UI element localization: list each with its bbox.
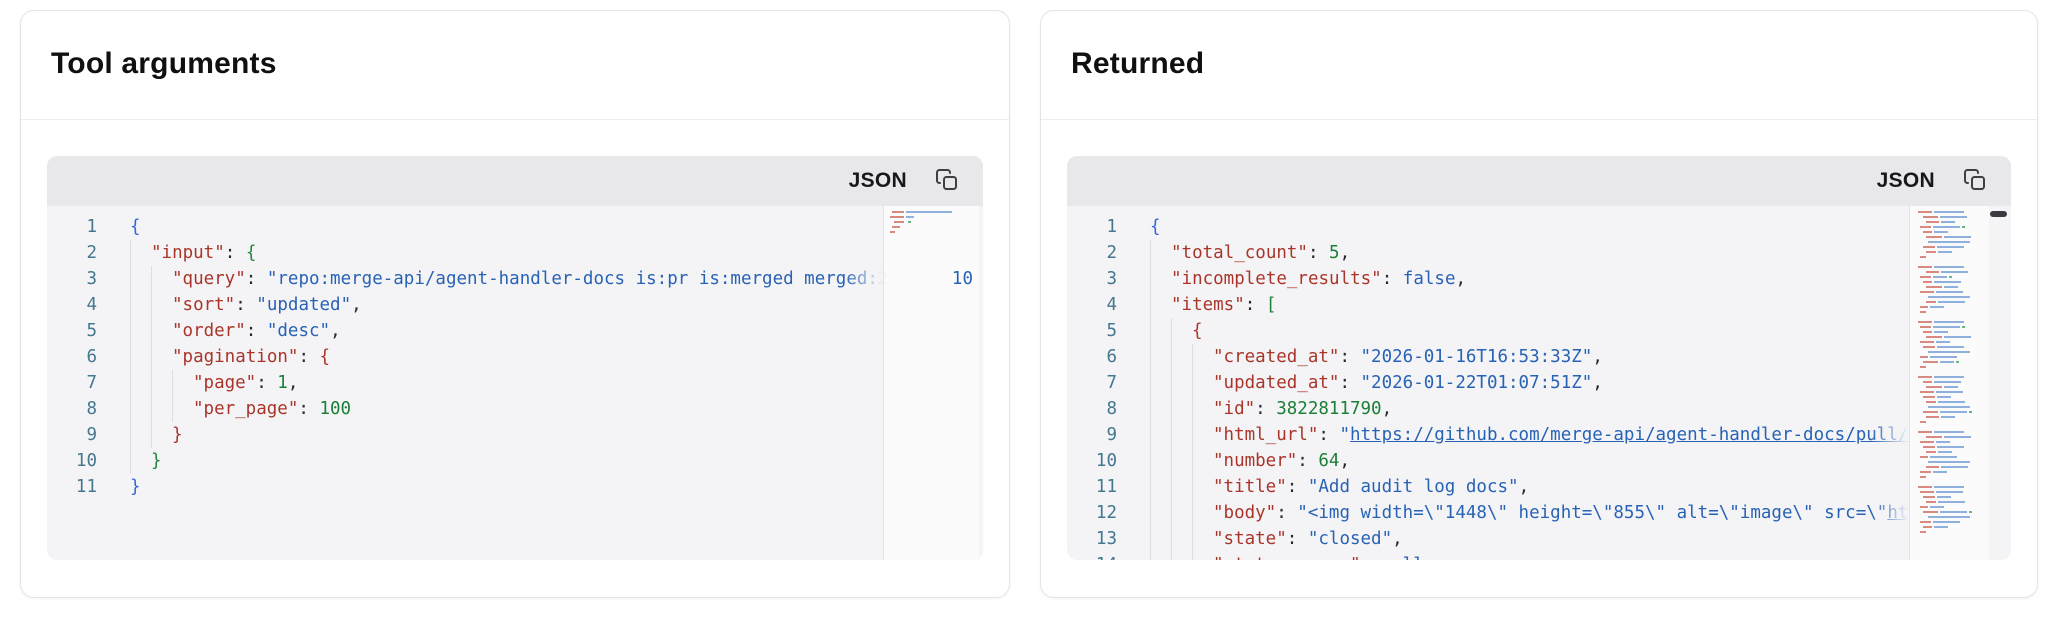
line-number: 9	[1106, 425, 1117, 445]
line-number: 5	[1106, 321, 1117, 341]
code-line: 1{	[47, 214, 983, 240]
code-lines: 1{2"total_count": 5,3"incomplete_results…	[1067, 206, 2011, 560]
code-language-badge: JSON	[848, 169, 907, 192]
minimap[interactable]	[883, 206, 979, 560]
code-line: 10}	[47, 448, 983, 474]
code-block-header: JSON	[47, 156, 983, 206]
line-number: 6	[1106, 347, 1117, 367]
line-number: 8	[1106, 399, 1117, 419]
code-line: 6"created_at": "2026-01-16T16:53:33Z",	[1067, 344, 2011, 370]
code-line: 4"sort": "updated",	[47, 292, 983, 318]
text-fade-overlay	[845, 206, 883, 560]
code-content[interactable]: 1{2"total_count": 5,3"incomplete_results…	[1067, 206, 2011, 560]
line-number: 10	[1095, 451, 1117, 471]
panel-header: Tool arguments	[21, 11, 1009, 120]
code-line: 1{	[1067, 214, 2011, 240]
code-line: 5{	[1067, 318, 2011, 344]
line-number: 2	[86, 243, 97, 263]
code-block: JSON 1{2"total_count": 5,3"incomplete_re…	[1067, 156, 2011, 560]
page-title: Tool arguments	[51, 47, 277, 80]
line-number: 7	[1106, 373, 1117, 393]
line-number: 12	[1095, 503, 1117, 523]
code-line: 2"input": {	[47, 240, 983, 266]
line-number: 11	[1095, 477, 1117, 497]
line-number: 6	[86, 347, 97, 367]
line-number: 10	[75, 451, 97, 471]
line-number: 3	[86, 269, 97, 289]
copy-button[interactable]	[935, 168, 961, 194]
minimap[interactable]	[1909, 206, 1989, 560]
code-lines: 1{2"input": {3"query": "repo:merge-api/a…	[47, 206, 983, 500]
line-number: 4	[86, 295, 97, 315]
code-line: 13"state": "closed",	[1067, 526, 2011, 552]
code-line: 11}	[47, 474, 983, 500]
panel-header: Returned	[1041, 11, 2037, 120]
copy-button[interactable]	[1963, 168, 1989, 194]
vertical-scrollbar-thumb[interactable]	[1990, 211, 2007, 217]
line-number: 11	[75, 477, 97, 497]
code-line: 8"per_page": 100	[47, 396, 983, 422]
panel-returned: Returned JSON 1{2"total_count": 5,3"inco…	[1040, 10, 2038, 598]
code-line: 9}	[47, 422, 983, 448]
clipped-text-fragment: 10	[951, 269, 973, 289]
code-line: 7"page": 1,	[47, 370, 983, 396]
code-line: 3"incomplete_results": false,	[1067, 266, 2011, 292]
line-number: 5	[86, 321, 97, 341]
code-content[interactable]: 1{2"input": {3"query": "repo:merge-api/a…	[47, 206, 983, 560]
page-title: Returned	[1071, 47, 1205, 80]
code-line: 7"updated_at": "2026-01-22T01:07:51Z",	[1067, 370, 2011, 396]
code-line: 6"pagination": {	[47, 344, 983, 370]
line-number: 7	[86, 373, 97, 393]
code-line: 4"items": [	[1067, 292, 2011, 318]
code-line: 5"order": "desc",	[47, 318, 983, 344]
line-number: 8	[86, 399, 97, 419]
line-number: 14	[1067, 552, 1117, 560]
code-line: 14"state_reason": null,	[1067, 552, 2011, 560]
copy-icon	[935, 168, 959, 195]
line-number: 9	[86, 425, 97, 445]
panel-tool-arguments: Tool arguments JSON 1{2"input": {3"query…	[20, 10, 1010, 598]
code-line: 12"body": "<img width=\"1448\" height=\"…	[1067, 500, 2011, 526]
line-number: 3	[1106, 269, 1117, 289]
code-line: 10"number": 64,	[1067, 448, 2011, 474]
code-block: JSON 1{2"input": {3"query": "repo:merge-…	[47, 156, 983, 560]
panel-body: JSON 1{2"total_count": 5,3"incomplete_re…	[1041, 120, 2037, 560]
line-number: 13	[1095, 529, 1117, 549]
trace-detail-panels: Tool arguments JSON 1{2"input": {3"query…	[20, 10, 2038, 598]
line-number: 1	[86, 217, 97, 237]
line-number: 1	[1106, 217, 1117, 237]
line-number: 2	[1106, 243, 1117, 263]
copy-icon	[1963, 168, 1987, 195]
code-line: 9"html_url": "https://github.com/merge-a…	[1067, 422, 2011, 448]
code-line: 8"id": 3822811790,	[1067, 396, 2011, 422]
panel-body: JSON 1{2"input": {3"query": "repo:merge-…	[21, 120, 1009, 560]
code-line: 11"title": "Add audit log docs",	[1067, 474, 2011, 500]
code-line: 2"total_count": 5,	[1067, 240, 2011, 266]
code-language-badge: JSON	[1876, 169, 1935, 192]
code-block-header: JSON	[1067, 156, 2011, 206]
text-fade-overlay	[1871, 206, 1909, 560]
code-line: 3"query": "repo:merge-api/agent-handler-…	[47, 266, 983, 292]
line-number: 4	[1106, 295, 1117, 315]
